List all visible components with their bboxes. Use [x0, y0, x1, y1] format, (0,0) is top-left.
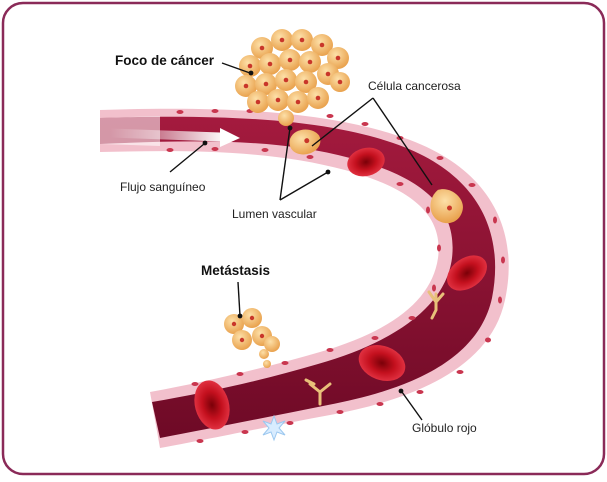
label-blood-flow: Flujo sanguíneo [120, 180, 205, 194]
label-vascular-lumen: Lumen vascular [232, 207, 317, 221]
label-cancer-focus: Foco de cáncer [115, 53, 214, 69]
label-red-blood-cell: Glóbulo rojo [412, 421, 477, 435]
label-metastasis: Metástasis [201, 263, 270, 279]
label-cancer-cell: Célula cancerosa [368, 79, 461, 93]
